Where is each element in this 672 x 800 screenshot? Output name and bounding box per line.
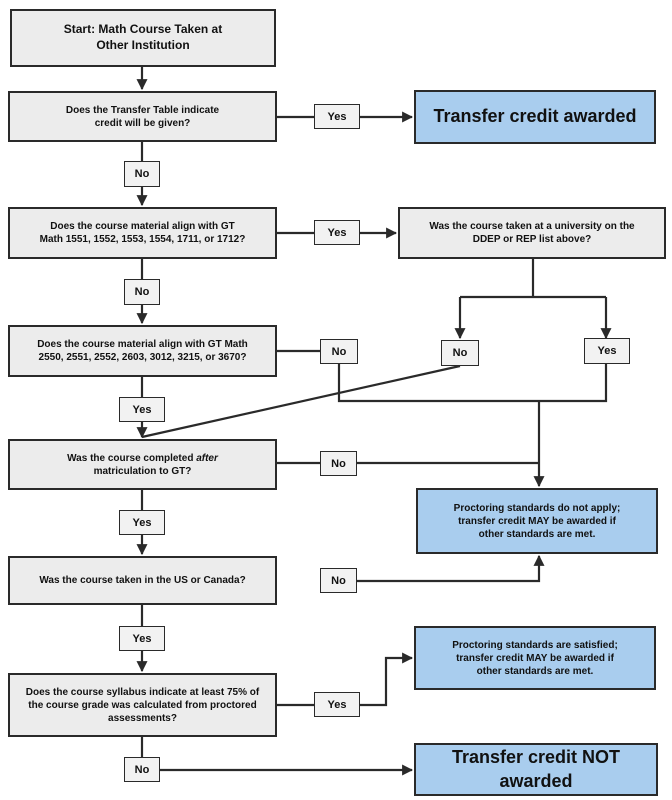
course-alignment-question-2-line-2: 2550, 2551, 2552, 2603, 3012, 3215, or 3… bbox=[38, 352, 247, 363]
transfer-credit-not-awarded-text: Transfer credit NOT awarded bbox=[451, 747, 621, 791]
yes-label-q3: Yes bbox=[119, 397, 165, 422]
proctoring-not-apply-box: Proctoring standards do not apply; trans… bbox=[416, 488, 658, 554]
no-label-q3: No bbox=[320, 339, 358, 364]
matriculation-question-emphasis: after bbox=[196, 452, 218, 464]
matriculation-question-line-2: matriculation to GT? bbox=[93, 465, 192, 477]
syllabus-question-line-2: the course grade was calculated from pro… bbox=[28, 699, 257, 711]
matriculation-question-pre: Was the course completed bbox=[67, 452, 197, 464]
syllabus-question-line-3: assessments? bbox=[108, 712, 177, 724]
no-label-q2: No bbox=[124, 279, 160, 305]
course-alignment-question-2-line-1: Does the course material align with GT M… bbox=[37, 339, 248, 350]
yes-label-q2b: Yes bbox=[584, 338, 630, 364]
university-list-question: Was the course taken at a university on … bbox=[398, 207, 666, 259]
start-line-1: Start: Math Course Taken at bbox=[63, 22, 223, 37]
course-alignment-question-1-line-1: Does the course material align with GT bbox=[50, 221, 235, 232]
proctoring-satisfied-line-1: Proctoring standards are satisfied; bbox=[452, 639, 618, 651]
yes-label-q5: Yes bbox=[119, 626, 165, 651]
no-label-q6: No bbox=[124, 757, 160, 782]
yes-label-q6: Yes bbox=[314, 692, 360, 717]
course-alignment-question-2: Does the course material align with GT M… bbox=[8, 325, 277, 377]
start-node: Start: Math Course Taken at Other Instit… bbox=[10, 9, 276, 67]
proctoring-not-apply-line-3: other standards are met. bbox=[478, 528, 596, 540]
proctoring-satisfied-line-2: transfer credit MAY be awarded if bbox=[456, 652, 614, 664]
course-alignment-question-1: Does the course material align with GT M… bbox=[8, 207, 277, 259]
yes-label-q1: Yes bbox=[314, 104, 360, 129]
us-canada-question-text: Was the course taken in the US or Canada… bbox=[39, 575, 246, 586]
no-label-q5: No bbox=[320, 568, 357, 593]
proctoring-satisfied-line-3: other standards are met. bbox=[476, 665, 594, 677]
transfer-table-question-line-1: Does the Transfer Table indicate bbox=[65, 104, 220, 116]
yes-label-q2: Yes bbox=[314, 220, 360, 245]
proctoring-not-apply-line-1: Proctoring standards do not apply; bbox=[453, 502, 621, 514]
proctoring-satisfied-box: Proctoring standards are satisfied; tran… bbox=[414, 626, 656, 690]
matriculation-question: Was the course completed after matricula… bbox=[8, 439, 277, 490]
syllabus-question-line-1: Does the course syllabus indicate at lea… bbox=[25, 686, 260, 698]
course-alignment-question-1-line-2: Math 1551, 1552, 1553, 1554, 1711, or 17… bbox=[39, 234, 246, 245]
university-list-question-line-2: DDEP or REP list above? bbox=[472, 234, 592, 245]
university-list-question-line-1: Was the course taken at a university on … bbox=[429, 221, 635, 232]
transfer-credit-awarded-text: Transfer credit awarded bbox=[433, 106, 637, 127]
no-label-q2b: No bbox=[441, 340, 479, 366]
transfer-credit-not-awarded-box: Transfer credit NOT awarded bbox=[414, 743, 658, 796]
no-label-q4: No bbox=[320, 451, 357, 476]
matriculation-question-line-1: Was the course completed after bbox=[67, 452, 218, 465]
transfer-credit-awarded-box: Transfer credit awarded bbox=[414, 90, 656, 144]
proctoring-not-apply-line-2: transfer credit MAY be awarded if bbox=[458, 515, 616, 527]
start-line-2: Other Institution bbox=[96, 38, 190, 52]
no-label-q1: No bbox=[124, 161, 160, 187]
us-canada-question: Was the course taken in the US or Canada… bbox=[8, 556, 277, 605]
transfer-table-question-line-2: credit will be given? bbox=[94, 117, 191, 129]
yes-label-q4: Yes bbox=[119, 510, 165, 535]
transfer-table-question: Does the Transfer Table indicate credit … bbox=[8, 91, 277, 142]
syllabus-question: Does the course syllabus indicate at lea… bbox=[8, 673, 277, 737]
